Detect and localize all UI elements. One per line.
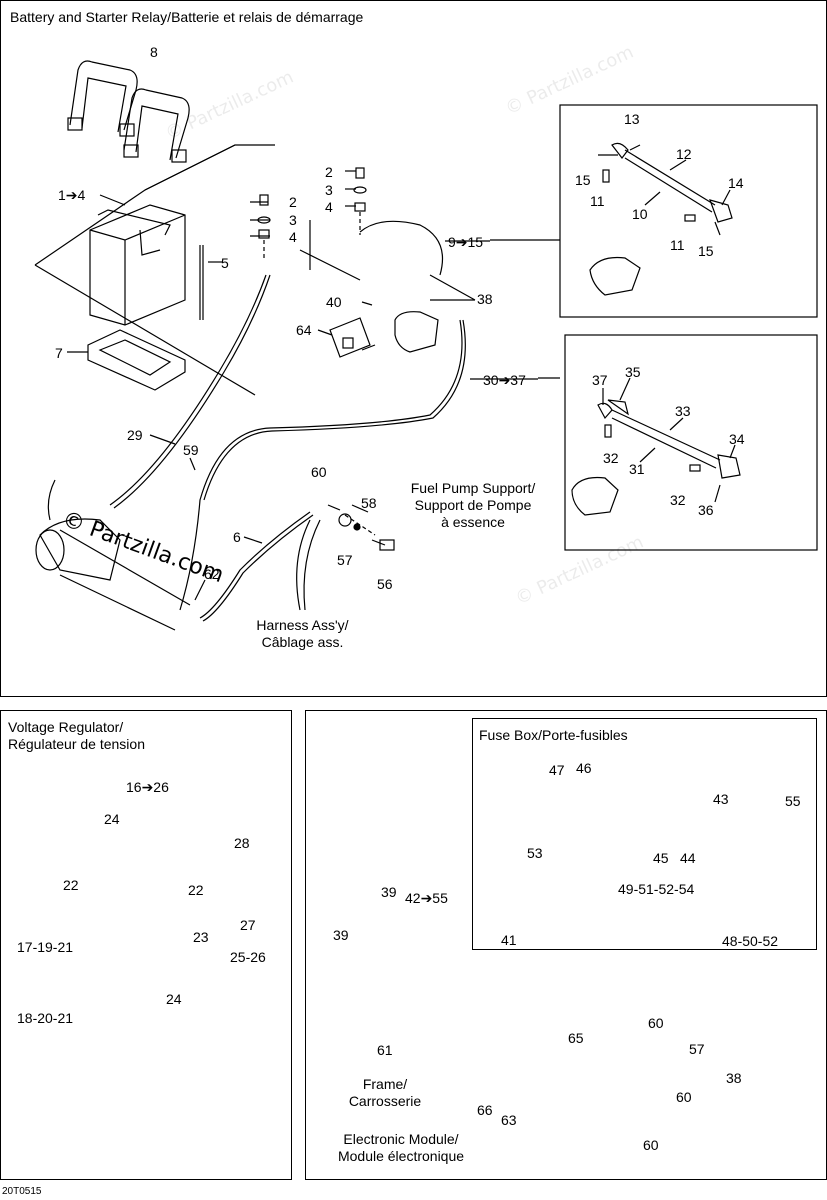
harness-label: Harness Ass'y/ Câblage ass. [240,617,365,651]
callout-32a: 32 [603,450,619,466]
callout-8: 8 [150,44,158,60]
callout-16-26: 16➔26 [126,779,169,795]
callout-7: 7 [55,345,63,361]
callout-60a: 60 [648,1015,664,1031]
callout-39b: 39 [333,927,349,943]
callout-57-top: 57 [337,552,353,568]
frame-line-1: Frame/ [362,1076,408,1092]
fuse-box-title: Fuse Box/Porte-fusibles [479,727,628,743]
voltage-title-line-1: Voltage Regulator/ [8,719,124,735]
callout-38-bottom: 38 [726,1070,742,1086]
callout-53: 53 [527,845,543,861]
callout-35: 35 [625,364,641,380]
callout-65: 65 [568,1030,584,1046]
callout-60c: 60 [643,1137,659,1153]
harness-line-1: Harness Ass'y/ [256,617,349,633]
callout-38: 38 [477,291,493,307]
callout-4a: 4 [289,229,297,245]
callout-11a: 11 [590,193,605,209]
fuel-pump-support-label: Fuel Pump Support/ Support de Pompe à es… [388,480,558,531]
callout-13: 13 [624,111,640,127]
callout-34: 34 [729,431,745,447]
callout-2b: 2 [325,164,333,180]
frame-label: Frame/ Carrosserie [340,1076,430,1110]
callout-48-50-52: 48-50-52 [722,933,779,949]
callout-59: 59 [183,442,199,458]
callout-24a: 24 [104,811,120,827]
callout-57: 57 [689,1041,705,1057]
module-line-2: Module électronique [337,1148,465,1164]
callout-44: 44 [680,850,696,866]
callout-15b: 15 [698,243,714,259]
callout-66: 66 [477,1102,493,1118]
frame-line-2: Carrosserie [348,1093,422,1109]
fuel-pump-line-1: Fuel Pump Support/ [410,480,536,496]
fuel-pump-line-2: Support de Pompe [414,497,532,513]
fuel-pump-line-3: à essence [441,514,505,530]
callout-5: 5 [221,255,229,271]
voltage-title-line-2: Régulateur de tension [8,736,145,752]
callout-14: 14 [728,175,744,191]
callout-60-top: 60 [311,464,327,480]
callout-22a: 22 [63,877,79,893]
callout-3b: 3 [325,182,333,198]
electronic-module-label: Electronic Module/ Module électronique [326,1131,476,1165]
fuse-box-inset [472,718,817,950]
callout-41: 41 [501,932,517,948]
callout-43: 43 [713,791,729,807]
callout-36: 36 [698,502,714,518]
module-line-1: Electronic Module/ [343,1131,459,1147]
voltage-regulator-panel [0,710,292,1180]
callout-47: 47 [549,762,565,778]
callout-15a: 15 [575,172,591,188]
callout-56: 56 [377,576,393,592]
callout-24b: 24 [166,991,182,1007]
battery-panel-title: Battery and Starter Relay/Batterie et re… [10,9,364,25]
callout-27: 27 [240,917,256,933]
callout-3a: 3 [289,212,297,228]
callout-23: 23 [193,929,209,945]
callout-33: 33 [675,403,691,419]
callout-40: 40 [326,294,342,310]
callout-25-26: 25-26 [230,949,266,965]
callout-2a: 2 [289,194,297,210]
callout-4b: 4 [325,199,333,215]
callout-28: 28 [234,835,250,851]
callout-46: 46 [576,760,592,776]
callout-63: 63 [501,1112,517,1128]
callout-32b: 32 [670,492,686,508]
callout-12: 12 [676,146,692,162]
callout-17-19-21: 17-19-21 [17,939,74,955]
callout-6: 6 [233,529,241,545]
callout-9-15: 9➔15 [448,234,484,250]
callout-49-51-52-54: 49-51-52-54 [618,881,695,897]
diagram-code: 20T0515 [2,1186,42,1197]
callout-1-4: 1➔4 [58,187,86,203]
harness-line-2: Câblage ass. [261,634,344,650]
callout-39a: 39 [381,884,397,900]
voltage-panel-title: Voltage Regulator/ Régulateur de tension [8,719,145,753]
callout-42-55: 42➔55 [405,890,448,906]
callout-64: 64 [296,322,312,338]
callout-11b: 11 [670,237,685,253]
callout-31: 31 [629,461,645,477]
callout-45: 45 [653,850,669,866]
callout-55a: 55 [785,793,801,809]
callout-22b: 22 [188,882,204,898]
callout-58: 58 [361,495,377,511]
callout-37: 37 [592,372,608,388]
callout-30-37: 30➔37 [483,372,526,388]
callout-60b: 60 [676,1089,692,1105]
callout-62: 62 [204,566,220,582]
callout-10: 10 [632,206,648,222]
callout-61: 61 [377,1042,393,1058]
callout-29: 29 [127,427,143,443]
callout-18-20-21: 18-20-21 [17,1010,74,1026]
